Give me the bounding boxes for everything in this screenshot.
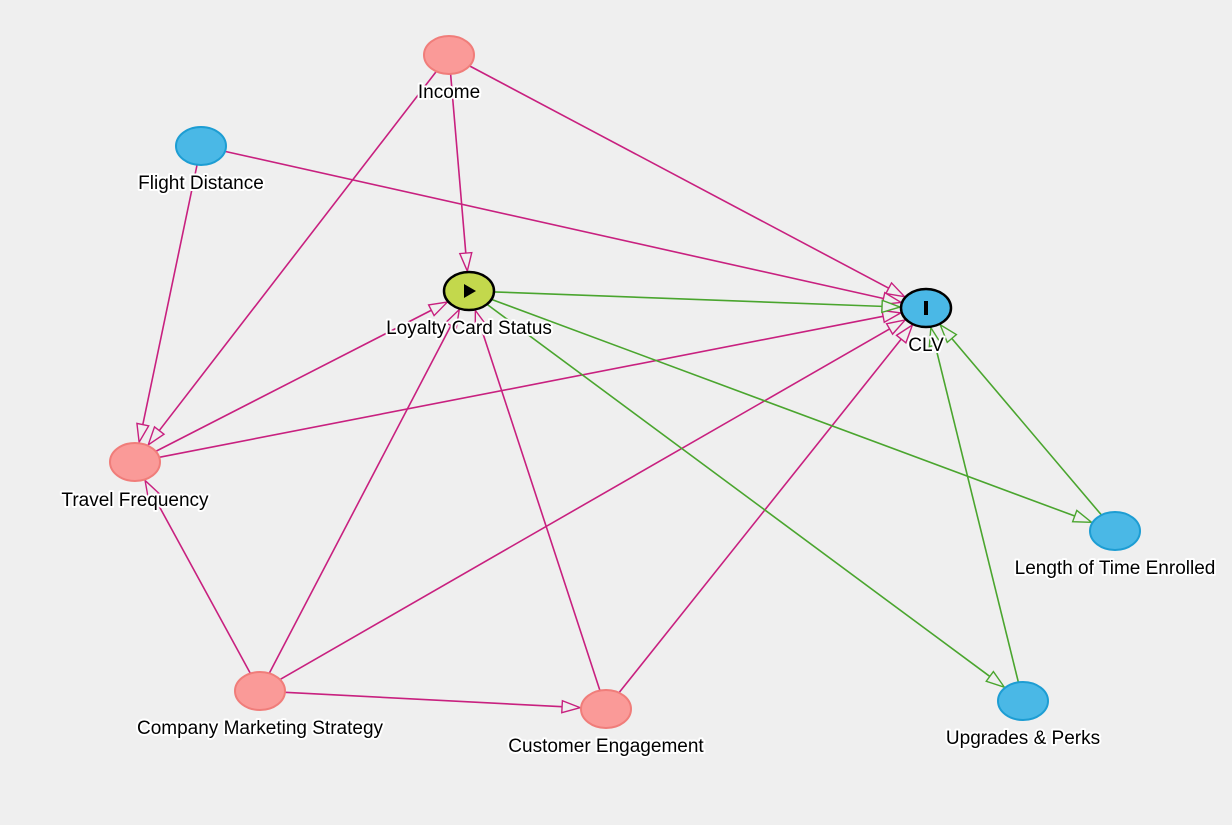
node-shape[interactable]: [175, 126, 227, 166]
edge-customer_engagement-to-clv[interactable]: [618, 323, 914, 694]
edge-loyalty_card_status-to-length_of_time_enrolled[interactable]: [491, 298, 1094, 524]
node-loyalty-card-status[interactable]: Loyalty Card Status: [384, 270, 554, 341]
node-shape[interactable]: [109, 442, 161, 482]
arrowhead-icon: [444, 307, 461, 330]
arrowhead-icon: [427, 301, 450, 317]
node-label: CLV: [908, 335, 944, 356]
node-label: Income: [418, 82, 480, 103]
arrowhead-icon: [1071, 509, 1094, 524]
arrowhead-icon: [985, 670, 1007, 689]
arrowhead-icon: [938, 323, 958, 344]
bar-icon: [924, 301, 928, 315]
node-upgrades-perks[interactable]: Upgrades & Perks: [944, 681, 1102, 751]
arrowhead-icon: [136, 422, 150, 445]
node-flight-distance[interactable]: Flight Distance: [136, 126, 266, 196]
node-label: Company Marketing Strategy: [137, 718, 384, 739]
node-clv[interactable]: CLV: [899, 287, 953, 358]
arrowhead-icon: [881, 309, 903, 324]
node-customer-engagement[interactable]: Customer Engagement: [506, 689, 706, 759]
node-label: Flight Distance: [138, 173, 264, 194]
node-label: Travel Frequency: [61, 490, 209, 511]
node-shape[interactable]: [580, 689, 632, 729]
arrowhead-icon: [885, 318, 908, 336]
edges-layer: [136, 65, 1103, 714]
node-shape[interactable]: [423, 35, 475, 75]
play-icon: [464, 284, 476, 298]
edge-flight_distance-to-travel_frequency[interactable]: [136, 164, 198, 445]
edge-flight_distance-to-clv[interactable]: [224, 150, 904, 306]
edge-company_marketing_strategy-to-customer_engagement[interactable]: [284, 691, 583, 714]
arrowhead-icon: [884, 281, 907, 298]
node-label: Customer Engagement: [508, 736, 704, 757]
node-label: Loyalty Card Status: [386, 318, 552, 339]
node-length-of-time-enrolled[interactable]: Length of Time Enrolled: [1013, 511, 1217, 581]
node-travel-frequency[interactable]: Travel Frequency: [59, 442, 211, 513]
edge-income-to-loyalty_card_status[interactable]: [449, 73, 473, 274]
edge-loyalty_card_status-to-clv[interactable]: [493, 291, 903, 314]
edge-company_marketing_strategy-to-travel_frequency[interactable]: [143, 478, 252, 674]
arrowhead-icon: [928, 325, 943, 348]
edge-travel_frequency-to-clv[interactable]: [159, 309, 903, 459]
edge-income-to-clv[interactable]: [469, 65, 907, 298]
arrowhead-icon: [561, 699, 583, 714]
edge-loyalty_card_status-to-upgrades_perks[interactable]: [486, 303, 1007, 689]
arrowhead-icon: [458, 251, 473, 274]
node-label: Upgrades & Perks: [946, 728, 1100, 749]
edge-company_marketing_strategy-to-clv[interactable]: [279, 318, 908, 681]
node-shape[interactable]: [1089, 511, 1141, 551]
arrowhead-icon: [143, 478, 161, 501]
node-company-marketing-strategy[interactable]: Company Marketing Strategy: [135, 671, 386, 741]
edge-length_of_time_enrolled-to-clv[interactable]: [938, 323, 1103, 516]
edge-travel_frequency-to-loyalty_card_status[interactable]: [155, 301, 450, 453]
edge-income-to-travel_frequency[interactable]: [146, 70, 437, 447]
node-shape[interactable]: [234, 671, 286, 711]
edge-company_marketing_strategy-to-loyalty_card_status[interactable]: [268, 307, 461, 674]
edge-customer_engagement-to-loyalty_card_status[interactable]: [474, 308, 601, 691]
node-label: Length of Time Enrolled: [1015, 558, 1216, 579]
node-shape[interactable]: [997, 681, 1049, 721]
arrowhead-icon: [881, 299, 903, 314]
arrowhead-icon: [146, 425, 166, 447]
node-income[interactable]: Income: [416, 35, 482, 105]
arrowhead-icon: [474, 308, 488, 331]
arrowhead-icon: [895, 323, 914, 344]
edge-upgrades_perks-to-clv[interactable]: [928, 325, 1020, 683]
